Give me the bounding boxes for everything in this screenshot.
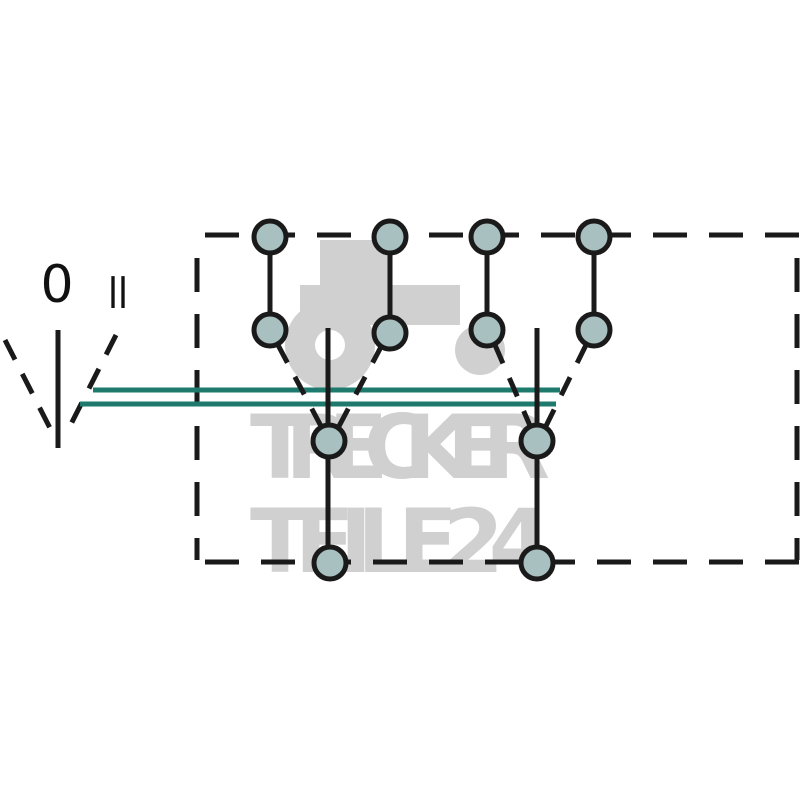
contact-terminal	[251, 218, 289, 256]
contact-terminal	[371, 314, 409, 352]
contact-terminal	[575, 311, 613, 349]
tractor-watermark-icon	[285, 240, 505, 390]
contact-terminal	[518, 544, 556, 582]
contact-terminal	[575, 218, 613, 256]
watermark: TRECKER TEILE24	[250, 240, 550, 593]
contact-terminal	[251, 311, 289, 349]
contact-terminal	[468, 311, 506, 349]
contact-terminal	[310, 422, 348, 460]
contact-terminal	[468, 218, 506, 256]
position-indicator	[2, 330, 119, 448]
contacts	[251, 218, 613, 582]
contact-terminal	[311, 544, 349, 582]
contact-terminal	[518, 422, 556, 460]
watermark-line2: TEILE24	[250, 490, 550, 593]
watermark-line1: TRECKER	[250, 396, 550, 499]
position-2-label: II	[108, 268, 128, 319]
position-0-label: 0	[40, 255, 73, 315]
contact-terminal	[371, 218, 409, 256]
